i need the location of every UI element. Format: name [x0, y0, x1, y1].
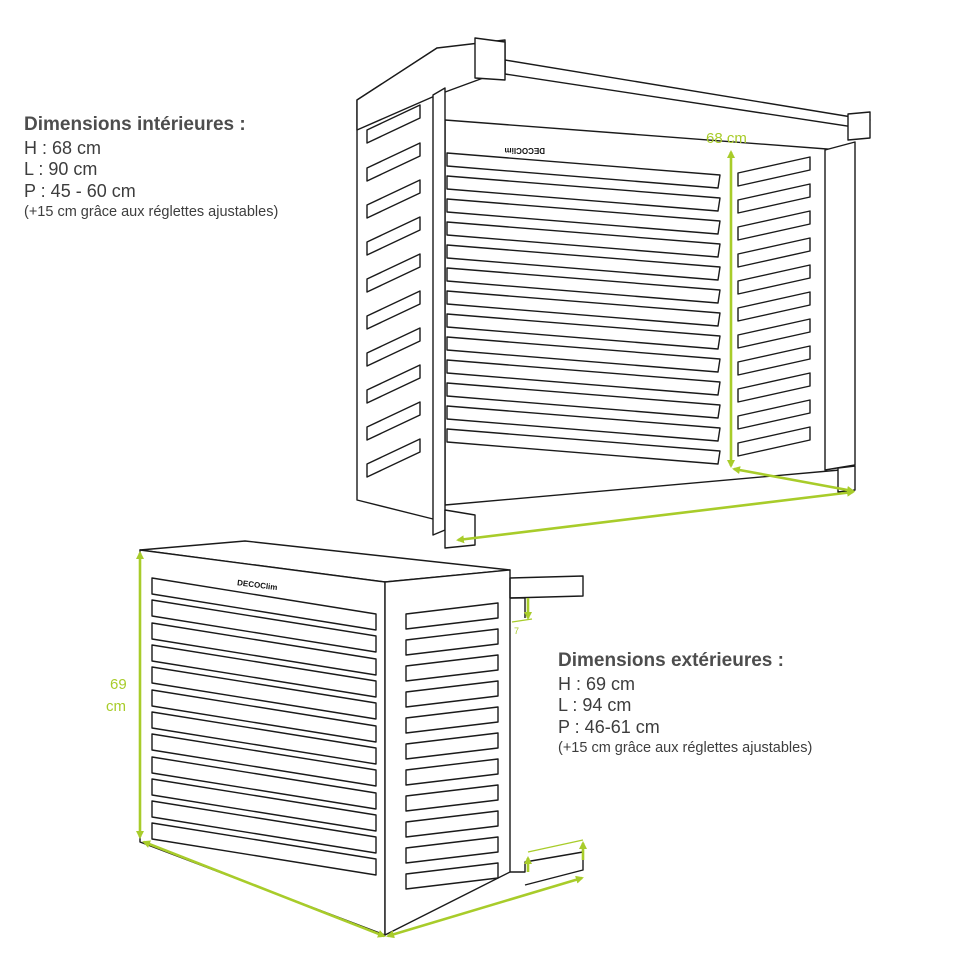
foot-label: 7: [514, 626, 519, 636]
exterior-width-arrow: [142, 840, 386, 938]
left-side-louvers: [366, 104, 421, 478]
interior-depth-arrow: [732, 466, 855, 494]
back-louvers: [446, 152, 721, 465]
exterior-dimensions: Dimensions extérieures : H : 69 cm L : 9…: [558, 650, 812, 757]
interior-dimensions-title: Dimensions intérieures :: [24, 114, 246, 135]
exterior-width: L : 94 cm: [558, 695, 632, 716]
side-louvers: [405, 602, 499, 890]
exterior-depth-arrow: [386, 875, 584, 939]
exterior-height-label-unit: cm: [106, 698, 126, 715]
interior-width: L : 90 cm: [24, 159, 98, 180]
interior-note: (+15 cm grâce aux réglettes ajustables): [24, 203, 279, 220]
interior-depth: P : 45 - 60 cm: [24, 180, 136, 201]
brand-logo-mirrored: DECOClim: [505, 146, 545, 155]
exterior-height-label-number: 69: [110, 676, 127, 693]
exterior-note: (+15 cm grâce aux réglettes ajustables): [558, 739, 813, 756]
interior-height-label: 68 cm: [706, 130, 747, 147]
interior-dimensions: Dimensions intérieures : H : 68 cm L : 9…: [24, 114, 278, 221]
interior-view-drawing: DECOClim 68 cm: [356, 37, 871, 549]
right-side-louvers: [737, 156, 811, 457]
exterior-view-drawing: DECOClim 69 cm 7: [106, 540, 587, 939]
interior-width-arrow: [456, 488, 855, 544]
exterior-dimensions-title: Dimensions extérieures :: [558, 650, 784, 671]
interior-height: H : 68 cm: [24, 137, 102, 158]
exterior-height: H : 69 cm: [558, 673, 636, 694]
exterior-depth: P : 46-61 cm: [558, 716, 660, 737]
